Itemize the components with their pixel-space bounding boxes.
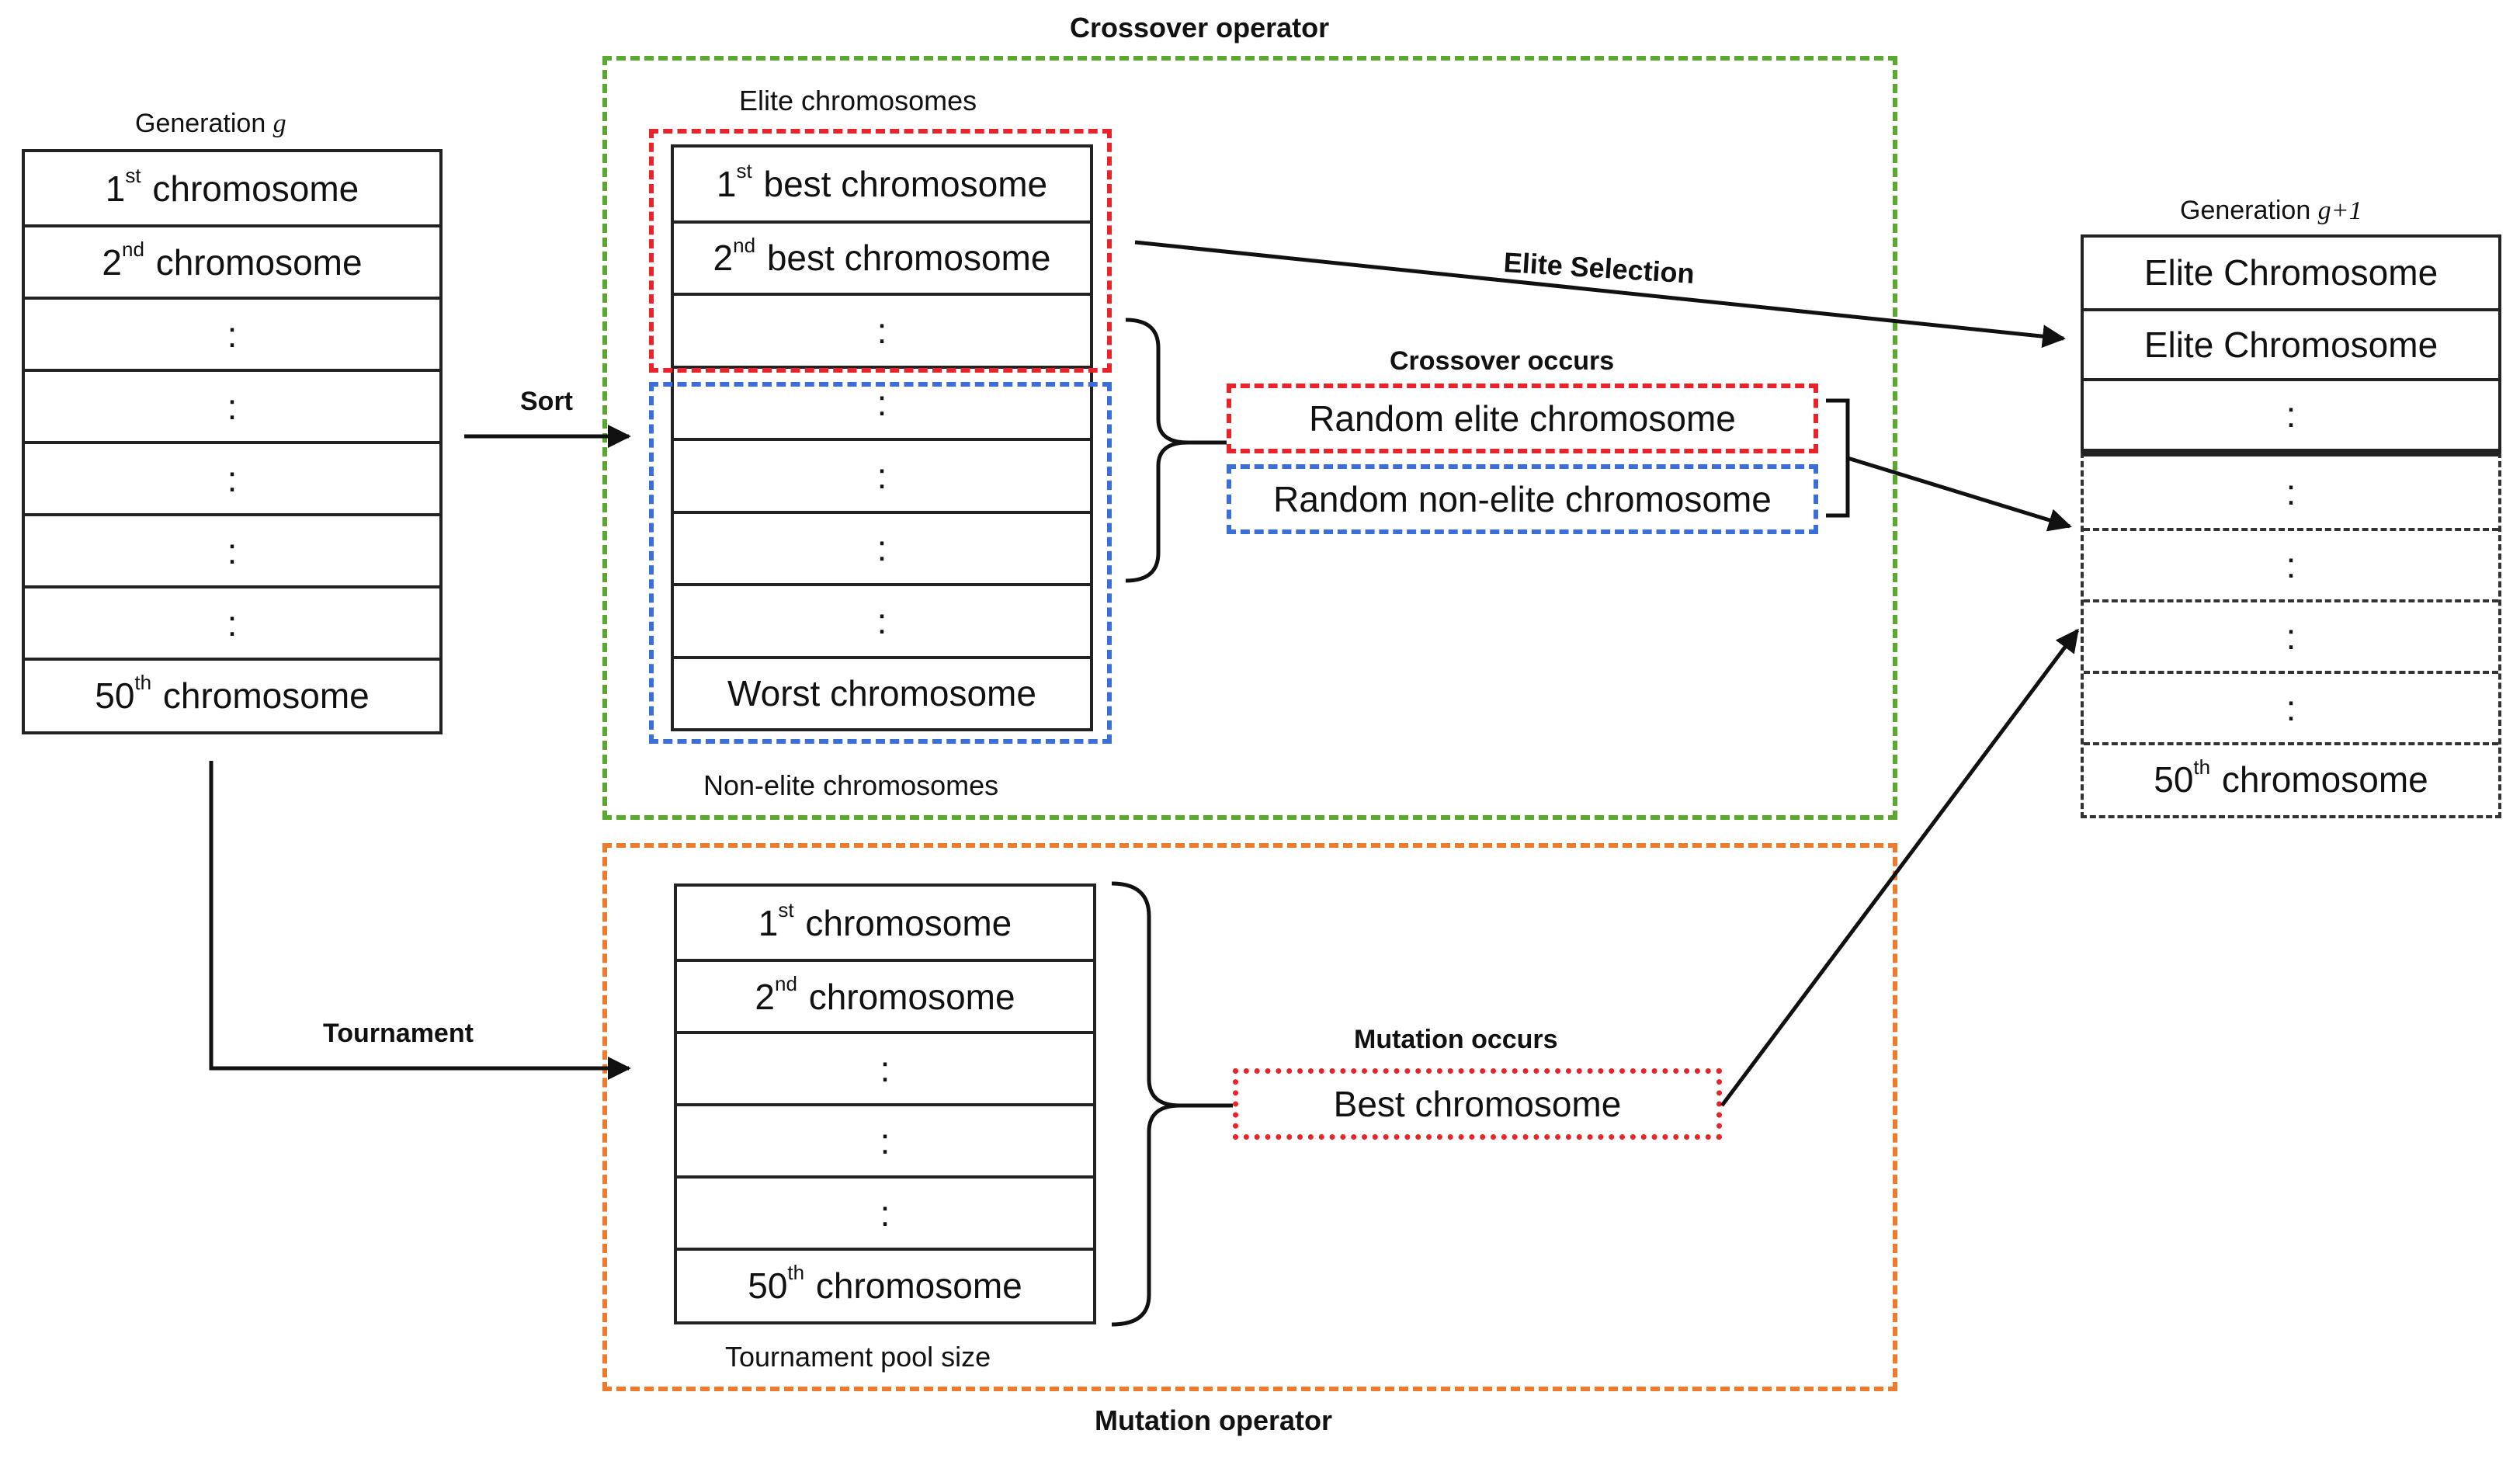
sort-label: Sort xyxy=(520,387,573,416)
tournament-pool-size-label: Tournament pool size xyxy=(725,1341,991,1373)
chromosome-row: Worst chromosome xyxy=(674,655,1090,729)
ellipsis-row: : xyxy=(674,438,1090,511)
crossover-pair-brace xyxy=(1826,398,1850,518)
ellipsis-row: : xyxy=(677,1031,1093,1103)
random-elite-box: Random elite chromosome xyxy=(1227,384,1818,453)
tournament-arrow xyxy=(209,761,631,1080)
ellipsis-row: : xyxy=(25,585,439,658)
elite-group-frame xyxy=(649,129,1112,373)
ellipsis-row: : xyxy=(674,583,1090,656)
crossover-operator-title: Crossover operator xyxy=(1070,12,1330,43)
non-elite-chromosomes-label: Non-elite chromosomes xyxy=(703,769,999,801)
ellipsis-row: : xyxy=(674,293,1090,366)
ellipsis-row: : xyxy=(2084,528,2498,599)
chromosome-row: Elite Chromosome xyxy=(2084,307,2498,379)
ellipsis-row: : xyxy=(2084,378,2498,449)
generation-g-title: Generation g xyxy=(135,109,286,138)
mutation-operator-frame xyxy=(602,843,1897,1391)
crossover-arrow xyxy=(1847,456,2072,532)
ellipsis-row: : xyxy=(2286,472,2296,512)
generation-g1-title: Generation g+1 xyxy=(2180,196,2362,225)
non-elite-group-frame xyxy=(649,382,1112,744)
ellipsis-row: : xyxy=(25,297,439,369)
crossover-occurs-label: Crossover occurs xyxy=(1390,346,1615,376)
ellipsis-row: : xyxy=(677,1103,1093,1175)
chromosome-row: Elite Chromosome xyxy=(2143,252,2438,293)
tournament-pool-brace xyxy=(1111,881,1181,1327)
best-chromosome-box: Best chromosome xyxy=(1233,1068,1722,1140)
ellipsis-row: : xyxy=(25,369,439,441)
mutation-occurs-label: Mutation occurs xyxy=(1354,1025,1558,1054)
elite-chromosomes-label: Elite chromosomes xyxy=(739,85,977,116)
ellipsis-row: : xyxy=(674,365,1090,439)
ellipsis-row: : xyxy=(25,513,439,585)
ellipsis-row: : xyxy=(677,1175,1093,1248)
ellipsis-row: : xyxy=(25,441,439,513)
elite-selection-arrow xyxy=(1134,240,2066,349)
tournament-label: Tournament xyxy=(323,1019,474,1048)
non-elite-brace xyxy=(1125,318,1189,583)
ellipsis-row: : xyxy=(674,510,1090,584)
random-non-elite-box: Random non-elite chromosome xyxy=(1227,464,1818,534)
ellipsis-row: : xyxy=(2084,599,2498,671)
mutation-operator-title: Mutation operator xyxy=(1095,1404,1332,1436)
ellipsis-row: : xyxy=(2084,671,2498,742)
mutation-arrow xyxy=(1720,628,2080,1107)
